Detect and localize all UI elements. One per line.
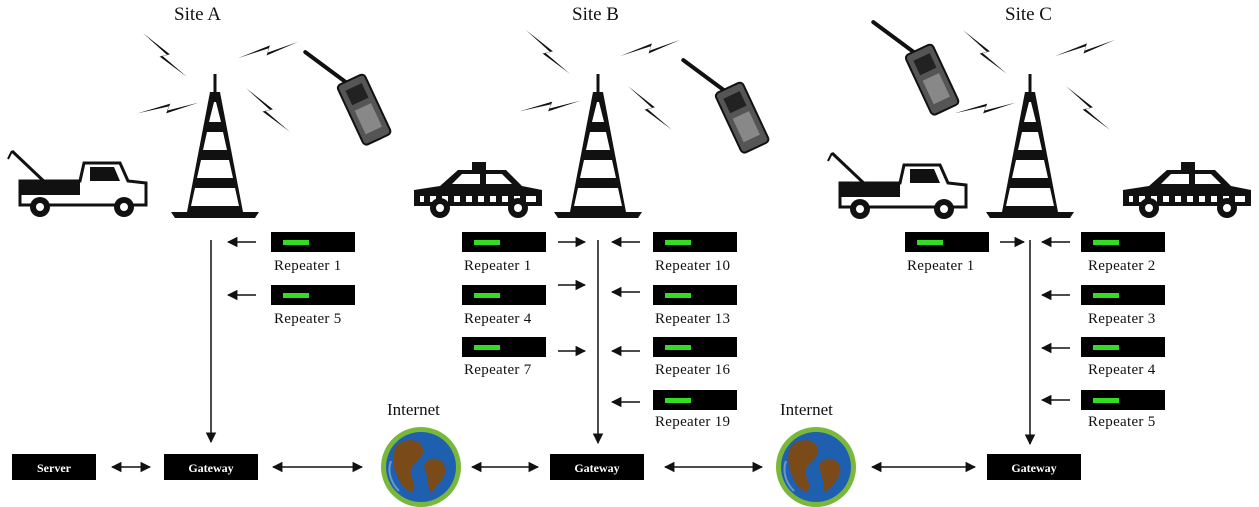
server-label: Server: [37, 461, 72, 475]
lightning-bolt-icon: [620, 86, 680, 130]
lightning-bolt-icon: [954, 88, 1016, 128]
repeater-box: [653, 390, 737, 410]
walkie-talkie-icon: [303, 31, 394, 154]
gateway-box: [987, 454, 1081, 480]
site-b: [414, 26, 772, 445]
repeater-box: [462, 285, 546, 305]
repeater-label: Repeater 5: [1088, 414, 1156, 430]
server-box: [12, 454, 96, 480]
lightning-bolt-icon: [519, 86, 581, 126]
site-c: [826, 1, 1251, 446]
lightning-bolt-icon: [955, 30, 1015, 74]
repeater-box: [462, 337, 546, 357]
backbone: Server Gateway Gateway Gateway: [12, 426, 1081, 507]
repeater-box: [653, 337, 737, 357]
repeater-box: [462, 232, 546, 252]
globe-icon: [380, 426, 462, 507]
repeater-label: Repeater 1: [907, 258, 975, 274]
repeater-box: [1081, 337, 1165, 357]
repeater-label: Repeater 4: [1088, 362, 1156, 378]
repeater-label: Repeater 19: [655, 414, 731, 430]
repeater-label: Repeater 10: [655, 258, 731, 274]
repeater-label: Repeater 1: [274, 258, 342, 274]
repeater-box: [905, 232, 989, 252]
site-title: Site B: [572, 4, 619, 25]
repeater-box: [653, 232, 737, 252]
site-a: [6, 28, 394, 444]
globe-icon: [775, 426, 857, 507]
repeater-box: [1081, 232, 1165, 252]
walkie-talkie-icon: [681, 39, 772, 162]
internet-label: Internet: [387, 400, 440, 419]
repeater-box: [1081, 285, 1165, 305]
radio-tower-icon: [169, 72, 261, 220]
repeater-label: Repeater 13: [655, 311, 731, 327]
radio-tower-icon: [552, 72, 644, 220]
lightning-bolt-icon: [518, 30, 578, 74]
lightning-bolt-icon: [137, 88, 199, 128]
lightning-bolt-icon: [238, 28, 298, 72]
lightning-bolt-icon: [1058, 86, 1118, 130]
repeater-label: Repeater 3: [1088, 311, 1156, 327]
lightning-bolt-icon: [238, 88, 298, 132]
repeater-box: [653, 285, 737, 305]
repeater-label: Repeater 7: [464, 362, 532, 378]
gateway-label: Gateway: [188, 461, 233, 475]
repeater-label: Repeater 1: [464, 258, 532, 274]
gateway-box: [164, 454, 258, 480]
taxi-icon: [414, 162, 542, 218]
radio-tower-icon: [984, 72, 1076, 220]
repeater-box: [271, 285, 355, 305]
lightning-bolt-icon: [1055, 26, 1115, 70]
gateway-label: Gateway: [574, 461, 619, 475]
gateway-box: [550, 454, 644, 480]
gateway-label: Gateway: [1011, 461, 1056, 475]
tow-truck-icon: [826, 151, 968, 221]
site-title: Site C: [1005, 4, 1052, 25]
repeater-label: Repeater 5: [274, 311, 342, 327]
repeater-label: Repeater 16: [655, 362, 731, 378]
internet-label: Internet: [780, 400, 833, 419]
site-title: Site A: [174, 4, 221, 25]
repeater-label: Repeater 2: [1088, 258, 1156, 274]
lightning-bolt-icon: [135, 33, 195, 77]
tow-truck-icon: [6, 149, 148, 219]
walkie-talkie-icon: [871, 1, 962, 124]
repeater-box: [271, 232, 355, 252]
repeater-box: [1081, 390, 1165, 410]
taxi-icon: [1123, 162, 1251, 218]
lightning-bolt-icon: [620, 26, 680, 70]
repeater-label: Repeater 4: [464, 311, 532, 327]
